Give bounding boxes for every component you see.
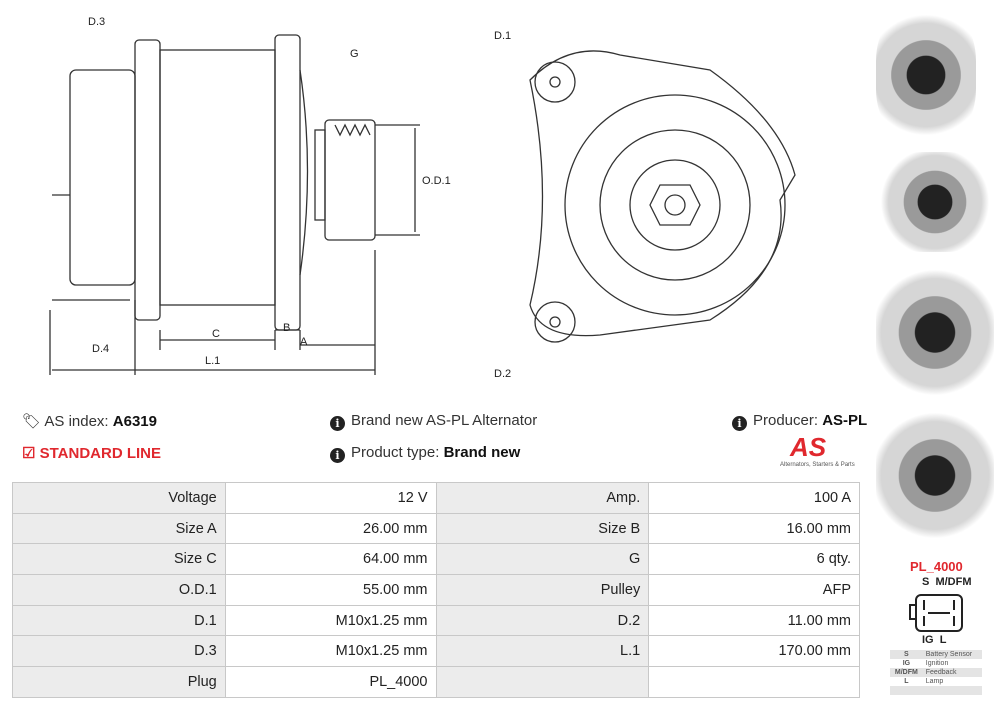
spec-value: 26.00 mm xyxy=(224,512,437,545)
legend-desc: Ignition xyxy=(925,660,949,667)
spec-value: PL_4000 xyxy=(224,666,437,698)
legend-pin xyxy=(890,686,923,695)
spec-value: 100 A xyxy=(648,482,860,514)
plug-bottom-pins: IG L xyxy=(922,634,947,646)
plug-connector-icon xyxy=(909,594,963,632)
legend-desc: Feedback xyxy=(925,669,957,676)
spec-value: AFP xyxy=(648,574,860,606)
label-d2: D.2 xyxy=(494,368,512,380)
spec-value: 12 V xyxy=(224,482,437,514)
spec-value: 55.00 mm xyxy=(224,574,437,606)
product-photo-rear[interactable] xyxy=(876,265,994,400)
spec-value: M10x1.25 mm xyxy=(224,604,437,637)
spec-label: Amp. xyxy=(435,482,650,514)
spec-label: Size B xyxy=(435,512,650,545)
legend-desc xyxy=(923,686,982,695)
spec-value: M10x1.25 mm xyxy=(224,635,437,668)
label-c: C xyxy=(212,328,220,340)
plug-top-pins: S M/DFM xyxy=(922,576,972,588)
spec-label: D.2 xyxy=(435,604,650,637)
label-od1: O.D.1 xyxy=(422,175,451,187)
spec-label: D.3 xyxy=(12,635,226,668)
info-icon: i xyxy=(330,416,345,431)
legend-row: S Battery Sensor xyxy=(890,650,982,659)
spec-label: Size A xyxy=(12,512,226,545)
legend-pin: M/DFM xyxy=(894,669,918,676)
legend-pin: L xyxy=(904,678,909,685)
spec-value: 16.00 mm xyxy=(648,512,860,545)
legend-row xyxy=(890,686,982,695)
label-d4: D.4 xyxy=(92,343,110,355)
legend-pin: IG xyxy=(902,660,911,667)
legend-row: M/DFM Feedback xyxy=(890,668,982,677)
legend-row: L Lamp xyxy=(890,677,982,686)
product-photo-side[interactable] xyxy=(876,152,994,252)
checkbox-icon: ☑ xyxy=(22,445,36,462)
plug-title: PL_4000 xyxy=(910,559,963,574)
spec-label: Voltage xyxy=(12,482,226,514)
spec-value xyxy=(648,666,860,698)
label-d3: D.3 xyxy=(88,16,106,28)
spec-label: L.1 xyxy=(435,635,650,668)
spec-value: 170.00 mm xyxy=(648,635,860,668)
tags-icon: 🏷 xyxy=(22,413,42,430)
legend-row: IG Ignition xyxy=(890,659,982,668)
spec-label: D.1 xyxy=(12,604,226,637)
label-b: B xyxy=(283,322,291,334)
spec-value: 64.00 mm xyxy=(224,543,437,576)
product-photo-angle[interactable] xyxy=(876,408,994,543)
product-photo-front[interactable] xyxy=(876,5,976,145)
spec-label: Size C xyxy=(12,543,226,576)
legend-desc: Battery Sensor xyxy=(925,651,973,658)
legend-desc: Lamp xyxy=(925,678,944,685)
info-icon: i xyxy=(732,416,747,431)
logo-tagline: Alternators, Starters & Parts xyxy=(780,462,855,468)
label-l1: L.1 xyxy=(205,355,221,367)
spec-label: O.D.1 xyxy=(12,574,226,606)
as-pl-logo: AS xyxy=(790,432,827,462)
legend-pin: S xyxy=(904,651,909,658)
spec-label xyxy=(435,666,650,698)
side-view-drawing xyxy=(49,34,420,375)
front-view-drawing xyxy=(529,50,796,343)
standard-line-badge: ☑ STANDARD LINE xyxy=(22,445,162,462)
spec-label: Pulley xyxy=(435,574,650,606)
as-index: 🏷 AS index: A6319 xyxy=(22,413,157,430)
spec-value: 11.00 mm xyxy=(648,604,860,637)
spec-label: G xyxy=(435,543,650,576)
label-g: G xyxy=(350,48,359,60)
spec-label: Plug xyxy=(12,666,226,698)
info-icon: i xyxy=(330,448,345,463)
label-d1: D.1 xyxy=(494,30,512,42)
spec-value: 6 qty. xyxy=(648,543,860,576)
label-a: A xyxy=(300,336,308,348)
